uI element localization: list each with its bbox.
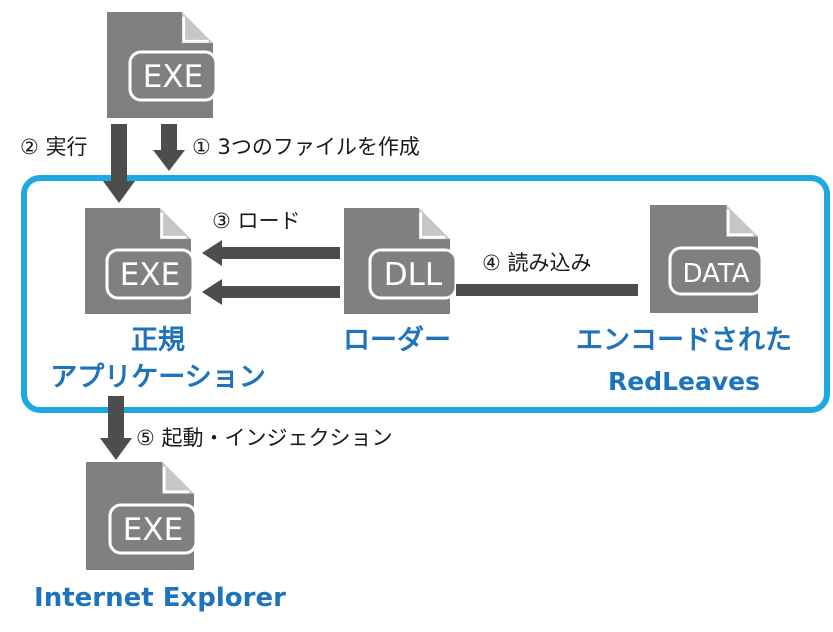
- load-arrow-2: [202, 279, 340, 305]
- legit-app-label-line1: 正規: [131, 325, 185, 356]
- legit-app-label-line2: アプリケーション: [50, 362, 265, 393]
- loader-label: ローダー: [343, 324, 451, 356]
- top-exe-file: EXE: [105, 12, 218, 118]
- data-file: DATA: [648, 205, 764, 313]
- ie-exe-label: EXE: [123, 512, 183, 548]
- create-files-arrow: [153, 124, 185, 171]
- data-file-label: DATA: [683, 259, 750, 289]
- highlight-frame: [21, 175, 830, 413]
- loader-dll-label: DLL: [384, 257, 443, 293]
- load-arrow: [202, 240, 340, 266]
- step-execute: ② 実行: [20, 135, 88, 159]
- step-create-files: ① 3つのファイルを作成: [192, 135, 420, 159]
- loader-dll-file: DLL: [342, 208, 458, 314]
- encoded-label-line1: エンコードされた: [576, 325, 792, 356]
- launch-inject-arrow: [100, 396, 132, 460]
- app-exe-file: EXE: [83, 208, 195, 314]
- step-read: ④ 読み込み: [482, 251, 592, 275]
- ie-exe-file: EXE: [84, 462, 198, 570]
- step-load: ③ ロード: [212, 209, 301, 233]
- step-launch-inject: ⑤ 起動・インジェクション: [136, 426, 393, 450]
- encoded-label-line2: RedLeaves: [608, 367, 760, 396]
- read-connector: [456, 284, 638, 296]
- top-exe-label: EXE: [143, 59, 203, 95]
- ie-label: Internet Explorer: [34, 583, 286, 613]
- app-exe-label: EXE: [120, 257, 180, 293]
- execute-arrow: [103, 124, 135, 203]
